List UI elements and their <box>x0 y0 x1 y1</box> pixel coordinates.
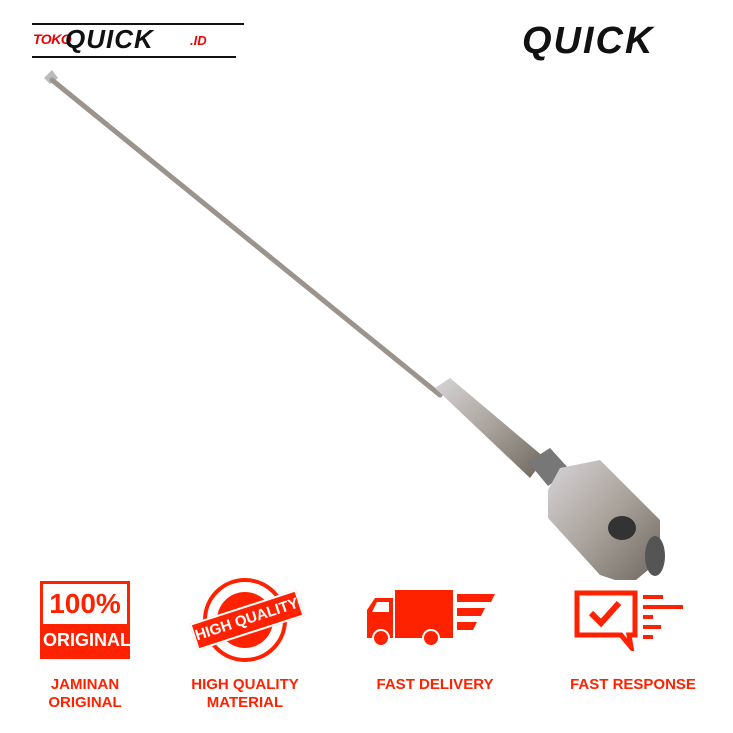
clutch-cable-rod-image <box>44 70 665 580</box>
brand-logo: QUICK <box>522 20 655 62</box>
rod-clevis <box>548 460 660 580</box>
badge-percent: 100% <box>43 584 127 624</box>
feature-label: JAMINAN ORIGINAL <box>0 676 170 712</box>
feature-label: HIGH QUALITY MATERIAL <box>160 676 330 712</box>
logo-top-line <box>32 23 244 25</box>
store-logo-suffix: .ID <box>190 33 207 48</box>
clevis-hole <box>608 516 636 540</box>
original-badge-icon: 100% ORIGINAL <box>40 581 131 659</box>
feature-high-quality: HIGH QUALITY HIGH QUALITY MATERIAL <box>160 570 330 712</box>
feature-label: FAST DELIVERY <box>376 676 494 693</box>
label-line: HIGH QUALITY <box>191 676 299 693</box>
feature-original: 100% ORIGINAL JAMINAN ORIGINAL <box>0 570 170 712</box>
store-logo-name: QUICK <box>65 24 154 54</box>
clevis-pin <box>645 536 665 576</box>
rod-shaft <box>49 77 443 398</box>
chat-check-icon <box>574 590 683 651</box>
label-line: ORIGINAL <box>48 694 122 711</box>
label-line: JAMINAN <box>50 676 120 693</box>
feature-label: FAST RESPONSE <box>570 676 696 693</box>
logo-bottom-line <box>32 56 236 58</box>
badge-original: ORIGINAL <box>43 630 131 650</box>
delivery-truck-icon <box>367 590 495 647</box>
rod-sleeve <box>435 378 545 478</box>
store-logo-prefix: TOKO <box>33 31 72 47</box>
feature-fast-response: FAST RESPONSE <box>548 570 718 694</box>
label-line: MATERIAL <box>206 694 284 711</box>
feature-fast-delivery: FAST DELIVERY <box>350 570 520 694</box>
high-quality-stamp-icon: HIGH QUALITY <box>189 578 305 662</box>
store-logo: TOKO QUICK .ID <box>32 22 244 58</box>
